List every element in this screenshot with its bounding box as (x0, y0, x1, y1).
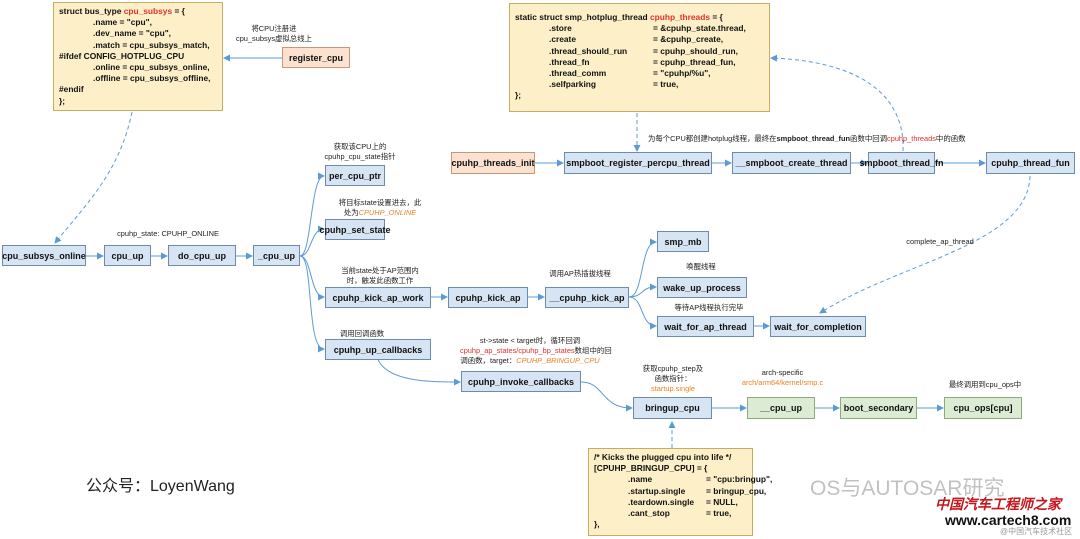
note-wake-up: 唤醒线程 (686, 262, 716, 271)
cpuhp-set-state-box: cpuhp_set_state (319, 219, 391, 240)
note-arch: arch-specific arch/arm64/kernel/smp.c (741, 368, 824, 387)
arrow-to-smp-mb (628, 238, 657, 298)
note-wait-ap: 等待AP线程执行完毕 (674, 303, 744, 312)
_cpu-up-box: _cpu_up (253, 245, 300, 266)
arrow-to-per-cpu-ptr (299, 172, 325, 257)
note-online-state: cpuhp_state: CPUHP_ONLINE (117, 229, 219, 238)
cpuhp-invoke-callbacks-box: cpuhp_invoke_callbacks (461, 371, 581, 392)
smp-mb-box: smp_mb (657, 231, 709, 252)
arrow-to-wake-up (628, 283, 657, 298)
author-watermark: 公众号：LoyenWang (86, 478, 235, 495)
boot-secondary-box: boot_secondary (840, 397, 917, 419)
arrow-to-kick-ap-work (299, 255, 325, 301)
os-autosar-watermark: OS与AUTOSAR研究 (810, 477, 1005, 500)
cpuhp-kick-ap-work-box: cpuhp_kick_ap_work (325, 287, 431, 308)
note-up-callbacks: 调用回调函数 (339, 329, 385, 338)
cpu-ops-box: cpu_ops[cpu] (944, 397, 1022, 419)
note-complete: complete_ap_thread (906, 237, 974, 246)
bringup-state-struct: /* Kicks the plugged cpu into life */ [C… (588, 448, 772, 536)
arrow-to-set-state (299, 225, 325, 257)
bringup-cpu-box: bringup_cpu (633, 397, 712, 419)
note-final: 最终调用到cpu_ops中 (948, 380, 1022, 389)
note-thread-create: 为每个CPU都创建hotplug线程，最终在smpboot_thread_fun… (648, 134, 966, 143)
note-kick-ap: 调用AP热插拔线程 (549, 269, 611, 278)
cpu-up-box: cpu_up (104, 245, 151, 266)
__smpboot-create-thread-box: __smpboot_create_thread (732, 152, 851, 174)
cpuhp-kick-ap-box: cpuhp_kick_ap (448, 287, 528, 308)
cpuhp-up-callbacks-box: cpuhp_up_callbacks (325, 339, 431, 360)
arrow-callbacks-to-invoke (376, 356, 461, 386)
register-cpu-box: register_cpu (282, 47, 350, 68)
wait-for-ap-thread-box: wait_for_ap_thread (657, 316, 754, 337)
arrow-fn-to-threads (770, 54, 904, 152)
__cpuhp-kick-ap-box: __cpuhp_kick_ap (545, 287, 629, 308)
arrow-invoke-to-bringup (580, 381, 633, 412)
small-watermark: @中国汽车技术社区 (1000, 527, 1073, 536)
cpuhp-threads-init-box: cpuhp_threads_init (451, 152, 535, 174)
arrow-bus-to-online (54, 111, 133, 244)
arrow-to-wait-ap (628, 296, 657, 330)
__cpu-up-box: __cpu_up (747, 397, 815, 419)
smpboot-register-percpu-thread-box: smpboot_register_percpu_thread (564, 152, 712, 174)
cpuhp-thread-fun-box: cpuhp_thread_fun (986, 152, 1075, 174)
do-cpu-up-box: do_cpu_up (168, 245, 236, 266)
smpboot-thread-fn-box: smpboot_thread_fn (860, 152, 944, 174)
note-set-state: 将目标state设置进去，此 处为CPUHP_ONLINE (338, 198, 422, 217)
bus-type-struct: struct bus_type cpu_subsys = { .name = "… (53, 2, 223, 111)
note-invoke: st->state < target时，循环回调 cpuhp_ap_states… (460, 336, 612, 365)
note-bringup: 获取cpuhp_step及 函数指针： startup.single (642, 364, 704, 393)
arrow-to-up-callbacks (299, 255, 325, 353)
wait-for-completion-box: wait_for_completion (770, 316, 866, 337)
cn-watermark: 中国汽车工程师之家 (935, 496, 1061, 512)
hotplug-thread-struct: static struct smp_hotplug_thread cpuhp_t… (509, 3, 770, 112)
wake-up-process-box: wake_up_process (657, 277, 747, 298)
cpu-subsys-online-box: cpu_subsys_online (2, 245, 86, 266)
note-kick-ap-work: 当前state处于AP范围内时，触发此函数工作 (341, 266, 419, 285)
per-cpu-ptr-box: per_cpu_ptr (325, 165, 385, 186)
arrow-complete-ap-thread (819, 175, 1031, 314)
url-watermark: www.cartech8.com (945, 512, 1072, 528)
